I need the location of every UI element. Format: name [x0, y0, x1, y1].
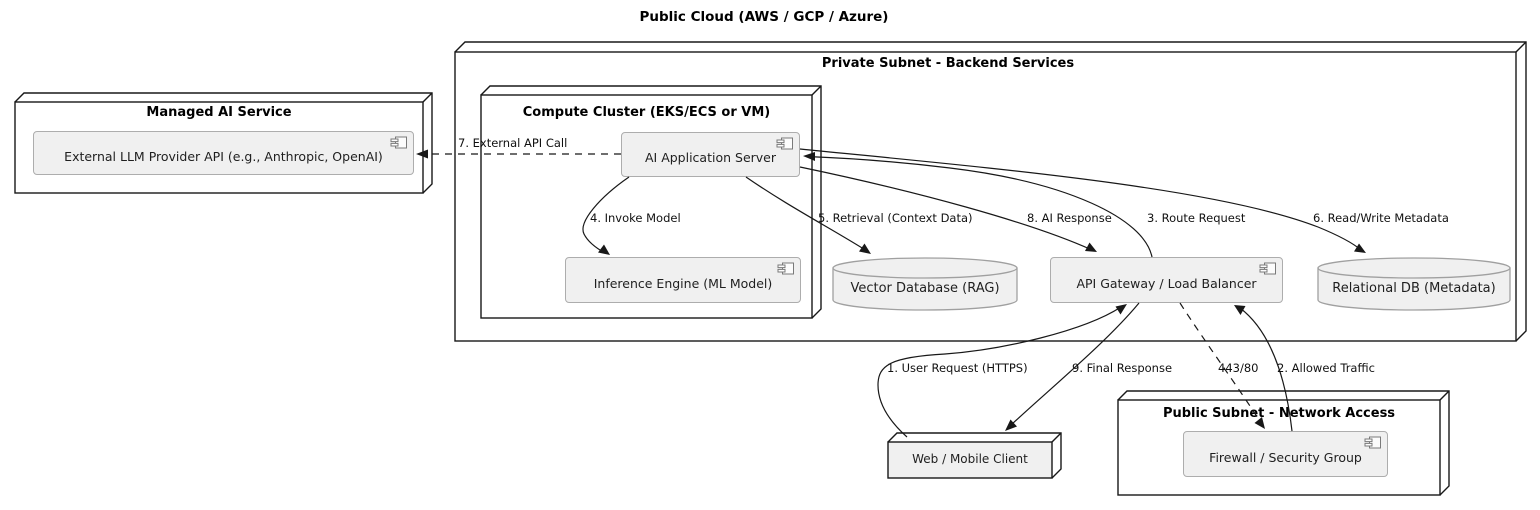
- component-ai-app-server-label: AI Application Server: [644, 150, 777, 165]
- component-icon: [777, 262, 794, 275]
- component-icon: [1259, 262, 1276, 275]
- edge-label-ai-response: 8. AI Response: [1027, 211, 1112, 225]
- edge-read-write-metadata: [799, 148, 1366, 253]
- edge-external-api-call: [416, 149, 621, 159]
- edge-label-read-write-metadata: 6. Read/Write Metadata: [1313, 211, 1449, 225]
- component-firewall-label: Firewall / Security Group: [1209, 449, 1362, 465]
- node-web-client-label: Web / Mobile Client: [912, 452, 1028, 466]
- component-firewall: Firewall / Security Group: [1183, 431, 1388, 477]
- component-inference-engine: Inference Engine (ML Model): [565, 257, 801, 303]
- edge-label-route-request: 3. Route Request: [1147, 211, 1246, 225]
- component-api-gateway-label: API Gateway / Load Balancer: [1076, 275, 1257, 291]
- edge-label-invoke-model: 4. Invoke Model: [590, 211, 681, 225]
- node-title-compute-cluster: Compute Cluster (EKS/ECS or VM): [522, 105, 771, 120]
- component-llm-api-label: External LLM Provider API (e.g., Anthrop…: [64, 148, 383, 164]
- edge-label-final-response: 9. Final Response: [1072, 361, 1173, 375]
- node-title-public-subnet: Public Subnet - Network Access: [1162, 406, 1396, 421]
- edge-route-request: [803, 152, 1153, 258]
- component-inference-engine-label: Inference Engine (ML Model): [593, 275, 773, 291]
- component-icon: [776, 137, 793, 150]
- edge-label-retrieval: 5. Retrieval (Context Data): [818, 211, 973, 225]
- node-title-managed-ai: Managed AI Service: [146, 105, 292, 120]
- component-icon: [390, 136, 407, 149]
- database-vector-db-label: Vector Database (RAG): [850, 281, 1000, 296]
- component-api-gateway: API Gateway / Load Balancer: [1050, 257, 1283, 303]
- component-icon: [1364, 436, 1381, 449]
- component-ai-app-server: AI Application Server: [621, 132, 800, 177]
- node-title-private-subnet: Private Subnet - Backend Services: [821, 56, 1075, 71]
- edge-label-allowed-traffic: 2. Allowed Traffic: [1277, 361, 1375, 375]
- edge-label-external-api-call: 7. External API Call: [458, 136, 568, 150]
- edge-ai-response: [799, 166, 1097, 252]
- database-relational-db-label: Relational DB (Metadata): [1332, 281, 1496, 296]
- diagram-title: Public Cloud (AWS / GCP / Azure): [639, 9, 889, 25]
- component-llm-api: External LLM Provider API (e.g., Anthrop…: [33, 131, 414, 175]
- edge-label-user-request: 1. User Request (HTTPS): [887, 361, 1028, 375]
- edge-label-allowed-ports: 443/80: [1218, 361, 1259, 375]
